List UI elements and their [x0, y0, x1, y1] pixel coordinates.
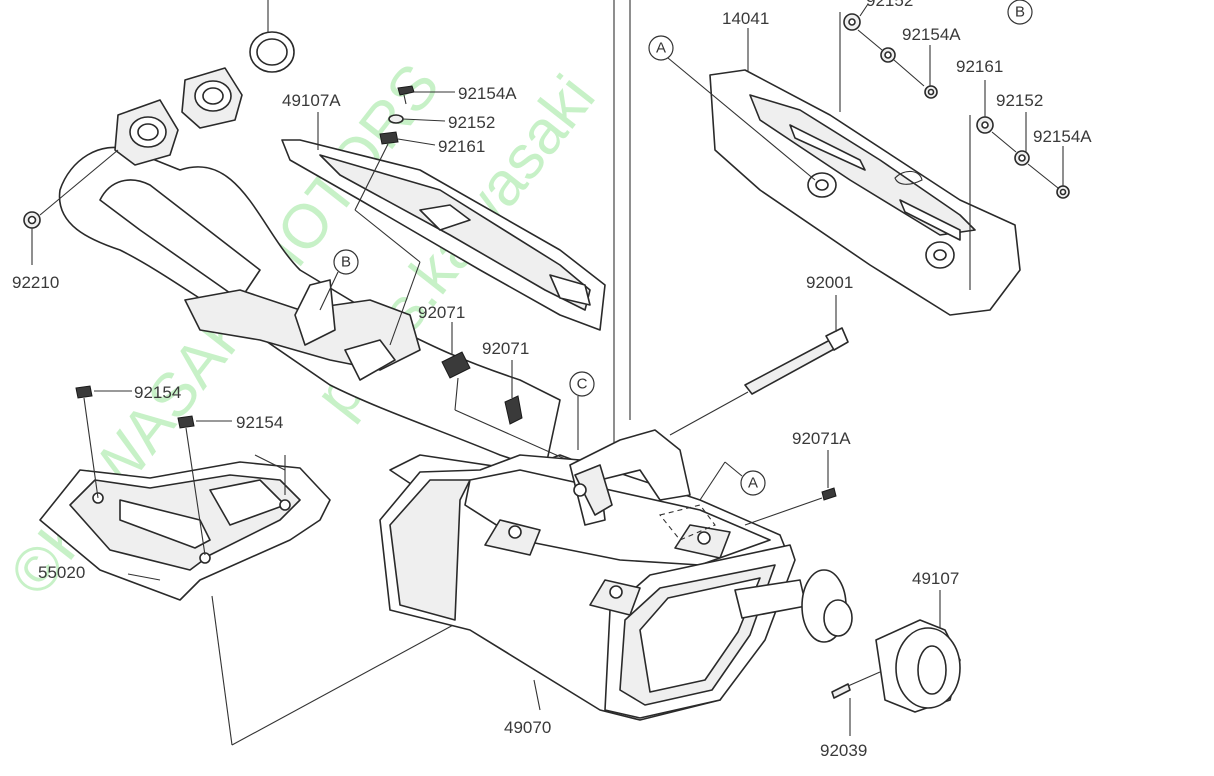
label-92001: 92001	[806, 273, 853, 292]
ref-mark-b-top: B	[1007, 0, 1033, 25]
ref-letter-b-mid: B	[341, 254, 351, 271]
fastener-set-middle: 92154A 92152 92161	[354, 84, 517, 346]
ref-letter-a-top: A	[656, 40, 666, 57]
label-92071A: 92071A	[792, 429, 851, 448]
label-92071-b: 92071	[482, 339, 529, 358]
ref-letter-a-right: A	[748, 475, 758, 492]
label-92152-mid: 92152	[448, 113, 495, 132]
label-92154-b: 92154	[236, 413, 283, 432]
ref-mark-c: C	[569, 371, 595, 450]
label-49070: 49070	[504, 718, 551, 737]
gasket-ring-inner	[256, 38, 288, 66]
tail-pipe	[734, 569, 853, 643]
label-92210: 92210	[12, 273, 59, 292]
label-92039: 92039	[820, 741, 867, 760]
bolt-92001: 92001	[669, 273, 853, 436]
label-92152-top: 92152	[866, 0, 913, 10]
label-92154A-mid: 92154A	[458, 84, 517, 103]
damper-92071-a: 92071	[418, 303, 591, 471]
label-92154A-right: 92154A	[1033, 127, 1092, 146]
label-92161-right: 92161	[956, 57, 1003, 76]
label-14041: 14041	[722, 9, 769, 28]
fastener-set-right: 92161 92152 92154A	[956, 57, 1092, 290]
end-cap-49107: 49107	[875, 569, 961, 713]
label-92071-a: 92071	[418, 303, 465, 322]
ref-mark-b-mid: B	[319, 249, 359, 311]
ref-mark-a-top: A	[648, 35, 816, 181]
label-92154-a: 92154	[134, 383, 181, 402]
bolt-92154-b: 92154	[177, 413, 283, 556]
heat-guard-14041: 14041	[709, 9, 1021, 316]
label-92154A-top: 92154A	[902, 25, 961, 44]
ref-mark-a-right: A	[699, 461, 766, 501]
label-49107: 49107	[912, 569, 959, 588]
bolt-92154-a: 92154	[75, 383, 181, 499]
label-49107A: 49107A	[282, 91, 341, 110]
ref-letter-b-top: B	[1015, 4, 1025, 21]
screw-92039: 92039	[820, 671, 881, 760]
muffler-49070: 49070	[379, 429, 796, 737]
cover-55020: 55020	[38, 454, 611, 746]
nut-92210: 92210	[12, 149, 119, 292]
damper-92071-b: 92071	[482, 339, 529, 425]
label-92161-mid: 92161	[438, 137, 485, 156]
label-92152-right: 92152	[996, 91, 1043, 110]
damper-92071A: 92071A	[744, 429, 851, 526]
header-flanges	[114, 67, 243, 166]
label-55020: 55020	[38, 563, 85, 582]
ref-letter-c: C	[577, 376, 588, 393]
fastener-set-top-right: 92152 92154A	[839, 0, 961, 112]
